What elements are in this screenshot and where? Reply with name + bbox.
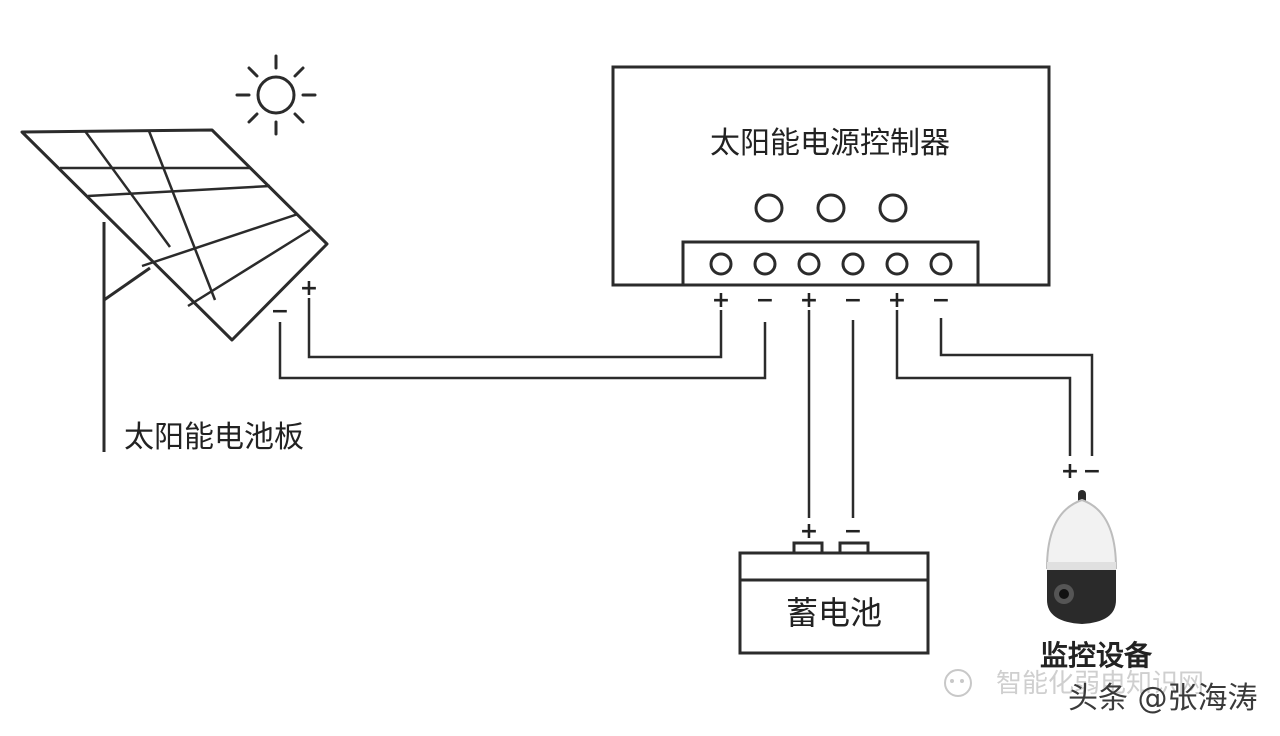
indicator-light	[754, 193, 784, 223]
wire-panel-positive	[307, 298, 723, 359]
panel-label: 太阳能电池板	[124, 420, 304, 455]
camera-minus-sign: −	[1083, 459, 1101, 484]
wire-load-positive	[895, 310, 1072, 456]
panel-minus-sign: −	[271, 299, 289, 324]
sun-icon	[235, 54, 317, 136]
battery-plus-sign: +	[800, 519, 818, 544]
battery-label: 蓄电池	[786, 594, 882, 632]
controller-box	[611, 65, 1051, 287]
wire-load-negative	[939, 318, 1094, 456]
pv-minus-sign: −	[756, 288, 774, 313]
camera-plus-sign: +	[1061, 459, 1079, 484]
polarity-signs: + − + − + − + − + − + −	[271, 276, 1101, 544]
load-minus-sign: −	[932, 288, 950, 313]
terminal-strip	[681, 240, 980, 287]
pv-plus-sign: +	[712, 288, 730, 313]
watermark-site: 智能化弱电知识网	[996, 669, 1204, 699]
load-plus-sign: +	[888, 288, 906, 313]
battery-minus-sign: −	[844, 519, 862, 544]
watermark: 智能化弱电知识网 头条 @张海涛	[944, 669, 1258, 716]
bat-plus-sign: +	[800, 288, 818, 313]
terminal-screws	[709, 252, 953, 276]
indicator-light	[816, 193, 846, 223]
watermark-author: 头条 @张海涛	[1068, 681, 1258, 716]
wechat-logo-icon	[944, 669, 972, 697]
controller-label: 太阳能电源控制器	[710, 126, 950, 161]
indicator-light	[878, 193, 908, 223]
wires	[278, 298, 1094, 518]
dome-camera-icon	[1045, 490, 1118, 624]
battery	[738, 541, 930, 655]
camera-label: 监控设备	[1040, 639, 1153, 672]
panel-plus-sign: +	[300, 276, 318, 301]
bat-minus-sign: −	[844, 288, 862, 313]
solar-panel	[20, 128, 329, 452]
wire-panel-negative	[278, 322, 767, 380]
